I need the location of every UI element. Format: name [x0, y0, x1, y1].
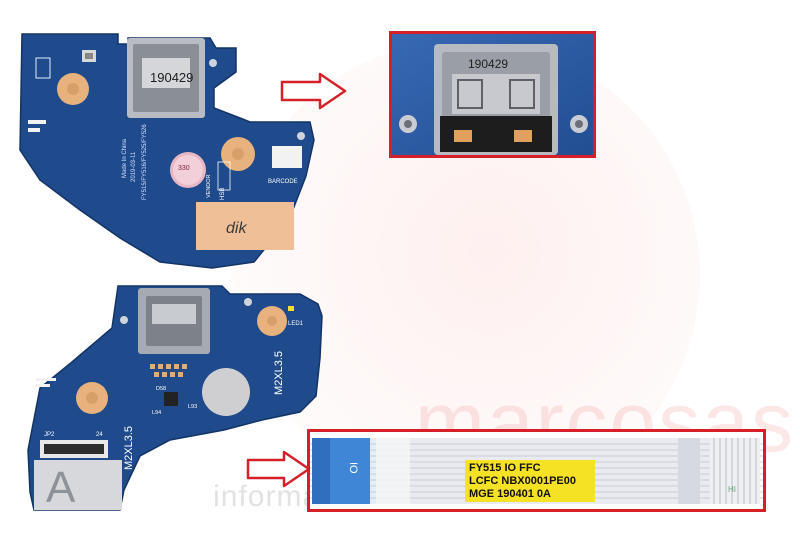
vendor-code-text: HSB — [220, 188, 226, 200]
top-pcb-board: 190429 330 BARCODE HSB VENDOR Made In Ch… — [0, 0, 330, 280]
barcode-text: BARCODE — [268, 179, 298, 185]
svg-text:330: 330 — [178, 165, 190, 172]
made-in-text: Made In China — [122, 138, 128, 178]
screw-label-top: M2XL3.5 — [273, 351, 285, 395]
arrow-right-icon — [280, 72, 348, 110]
bottom-pcb-board: LED1 M2XL3.5 M2XL3.5 D58 L94 L93 JP2 24 … — [0, 280, 330, 520]
ffc-cable-frame — [307, 429, 766, 512]
arrow-right-icon — [246, 450, 312, 488]
chip-label-2: L94 — [152, 410, 161, 416]
date-text: 2019-03-11 — [131, 151, 137, 182]
ffc-label-line-2: LCFC NBX0001PE00 — [469, 475, 576, 487]
handwritten-note: dik — [226, 220, 247, 237]
chip-label-3: L93 — [188, 404, 197, 410]
chip-label-1: D58 — [156, 386, 166, 392]
zoom-usb-photo: 190429 — [392, 34, 593, 155]
big-letter-a: A — [46, 463, 76, 512]
ffc-end-mark: HI — [728, 485, 736, 494]
zoom-usb-text: 190429 — [468, 57, 508, 71]
ffc-label-line-3: MGE 190401 0A — [469, 488, 551, 500]
ffc-yellow-label: FY515 IO FFC LCFC NBX0001PE00 MGE 190401… — [465, 460, 595, 502]
zoom-usb-frame — [389, 31, 596, 158]
pin-label: 24 — [96, 432, 103, 438]
led-label: LED1 — [288, 321, 304, 327]
screw-label-bottom: M2XL3.5 — [123, 426, 135, 470]
usb-port-text: 190429 — [150, 70, 193, 85]
model-text: FY515/FY516/FY525/FY526 — [142, 124, 148, 200]
connector-label: JP2 — [44, 432, 55, 438]
ffc-io-mark: IO — [347, 462, 359, 474]
ffc-label-line-1: FY515 IO FFC — [469, 462, 541, 474]
vendor-text: VENDOR — [206, 174, 212, 198]
